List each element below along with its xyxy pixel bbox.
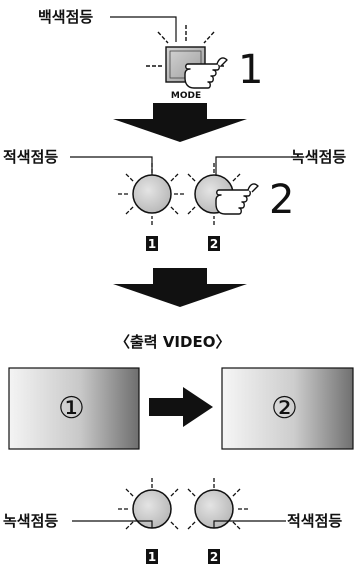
- step-number-1: 1: [238, 47, 264, 93]
- badge-1-label: 1: [148, 550, 156, 564]
- badge-2-label: 2: [210, 237, 218, 251]
- badge-2-label: 2: [210, 550, 218, 564]
- led-1: [132, 174, 172, 214]
- leader-line-green-step3: [72, 520, 153, 528]
- screen-2-number: ②: [271, 391, 298, 426]
- screen-1-number: ①: [58, 391, 85, 426]
- label-red-on-step3: 적색점등: [287, 512, 343, 530]
- right-arrow: [149, 387, 213, 427]
- output-title: 〈출력 VIDEO〉: [115, 333, 231, 351]
- badge-2: 2: [208, 236, 220, 251]
- screen-1: [8, 367, 140, 450]
- badge-1-step3: 1: [146, 549, 158, 564]
- led-pair-step2: 1 2: [70, 156, 292, 251]
- down-arrow-2: [113, 268, 247, 307]
- pointing-hand-icon: [184, 57, 228, 89]
- down-arrow-1: [113, 103, 247, 142]
- leader-line-red-step3: [213, 520, 286, 528]
- led-pair-step3: 1 2: [72, 478, 286, 564]
- label-green-on-step2: 녹색점등: [291, 148, 347, 166]
- badge-2-step3: 2: [208, 549, 220, 564]
- label-red-on-step2: 적색점등: [3, 148, 59, 166]
- leader-line-red-step2: [70, 156, 153, 175]
- leader-line-white: [110, 16, 177, 42]
- mode-button-group: MODE: [110, 16, 228, 101]
- label-green-on-step3: 녹색점등: [3, 512, 59, 530]
- badge-1-label: 1: [148, 237, 156, 251]
- label-white-on: 백색점등: [38, 8, 94, 26]
- leader-line-green-step2: [215, 156, 292, 175]
- step-number-2: 2: [269, 177, 295, 223]
- badge-1: 1: [146, 236, 158, 251]
- screen-2: [221, 367, 354, 450]
- mode-label: MODE: [171, 91, 201, 101]
- pointing-hand-icon-2: [215, 183, 259, 215]
